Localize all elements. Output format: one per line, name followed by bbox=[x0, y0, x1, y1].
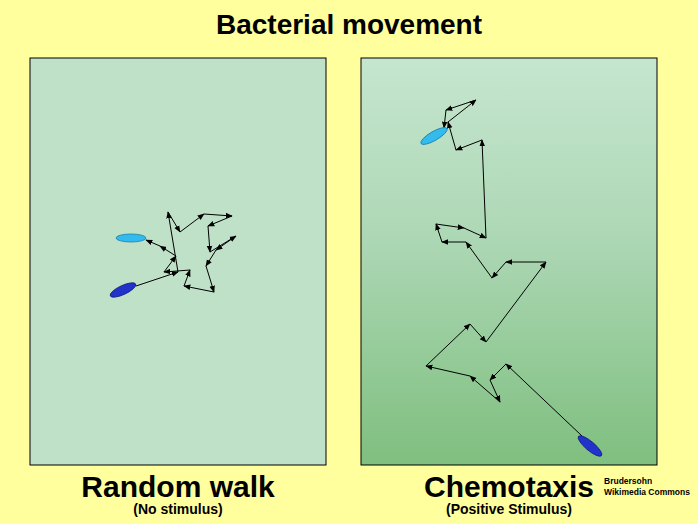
movement-arrow bbox=[436, 224, 442, 242]
movement-arrow bbox=[464, 228, 486, 238]
diagram-title: Bacterial movement bbox=[0, 8, 698, 42]
movement-arrow bbox=[446, 100, 476, 110]
movement-arrow bbox=[208, 216, 232, 226]
movement-arrow bbox=[208, 226, 210, 252]
movement-arrow bbox=[490, 364, 506, 380]
panel-ground bbox=[30, 58, 326, 465]
movement-arrow bbox=[426, 366, 470, 376]
movement-arrow bbox=[492, 262, 506, 278]
movement-arrow bbox=[180, 214, 204, 232]
panel-ground bbox=[361, 58, 657, 465]
movement-arrow bbox=[442, 242, 466, 243]
movement-arrow bbox=[204, 214, 232, 216]
bacterium bbox=[108, 280, 137, 300]
movement-arrow bbox=[448, 122, 456, 150]
movement-arrow bbox=[448, 100, 476, 122]
movement-arrow bbox=[470, 376, 500, 402]
movement-arrow bbox=[164, 270, 190, 272]
movement-arrow bbox=[426, 324, 470, 366]
movement-arrow bbox=[160, 246, 176, 256]
movement-arrow bbox=[210, 236, 236, 252]
panel-subheading: (No stimulus) bbox=[10, 501, 346, 518]
chemotaxis-path bbox=[426, 100, 582, 436]
credit-note: Brudersohn Wikimedia Commons bbox=[604, 476, 696, 498]
movement-arrow bbox=[206, 250, 216, 266]
panel: Random walk(No stimulus) bbox=[30, 58, 326, 524]
movement-arrow bbox=[136, 272, 178, 286]
movement-arrow bbox=[506, 262, 546, 263]
movement-arrow bbox=[490, 380, 500, 402]
bacterium bbox=[419, 125, 449, 148]
movement-arrow bbox=[444, 110, 446, 128]
movement-arrow bbox=[216, 236, 236, 250]
random-walk-path bbox=[136, 212, 236, 292]
bacterium bbox=[576, 433, 605, 459]
movement-arrow bbox=[456, 140, 482, 150]
movement-arrow bbox=[482, 140, 486, 238]
panel-subheading: (Positive Stimulus) bbox=[341, 501, 677, 518]
movement-arrow bbox=[146, 240, 160, 246]
movement-arrow bbox=[466, 242, 492, 278]
movement-arrow bbox=[168, 212, 180, 232]
bacterium bbox=[116, 234, 146, 242]
movement-arrow bbox=[164, 256, 176, 272]
movement-arrow bbox=[470, 324, 486, 342]
panel: Chemotaxis(Positive Stimulus) bbox=[361, 58, 657, 524]
movement-arrow bbox=[206, 266, 214, 292]
movement-arrow bbox=[436, 224, 464, 228]
movement-arrow bbox=[184, 286, 214, 292]
movement-arrow bbox=[506, 364, 582, 436]
movement-arrow bbox=[184, 270, 190, 286]
panel-heading: Random walk bbox=[10, 470, 346, 504]
movement-arrow bbox=[486, 262, 546, 342]
